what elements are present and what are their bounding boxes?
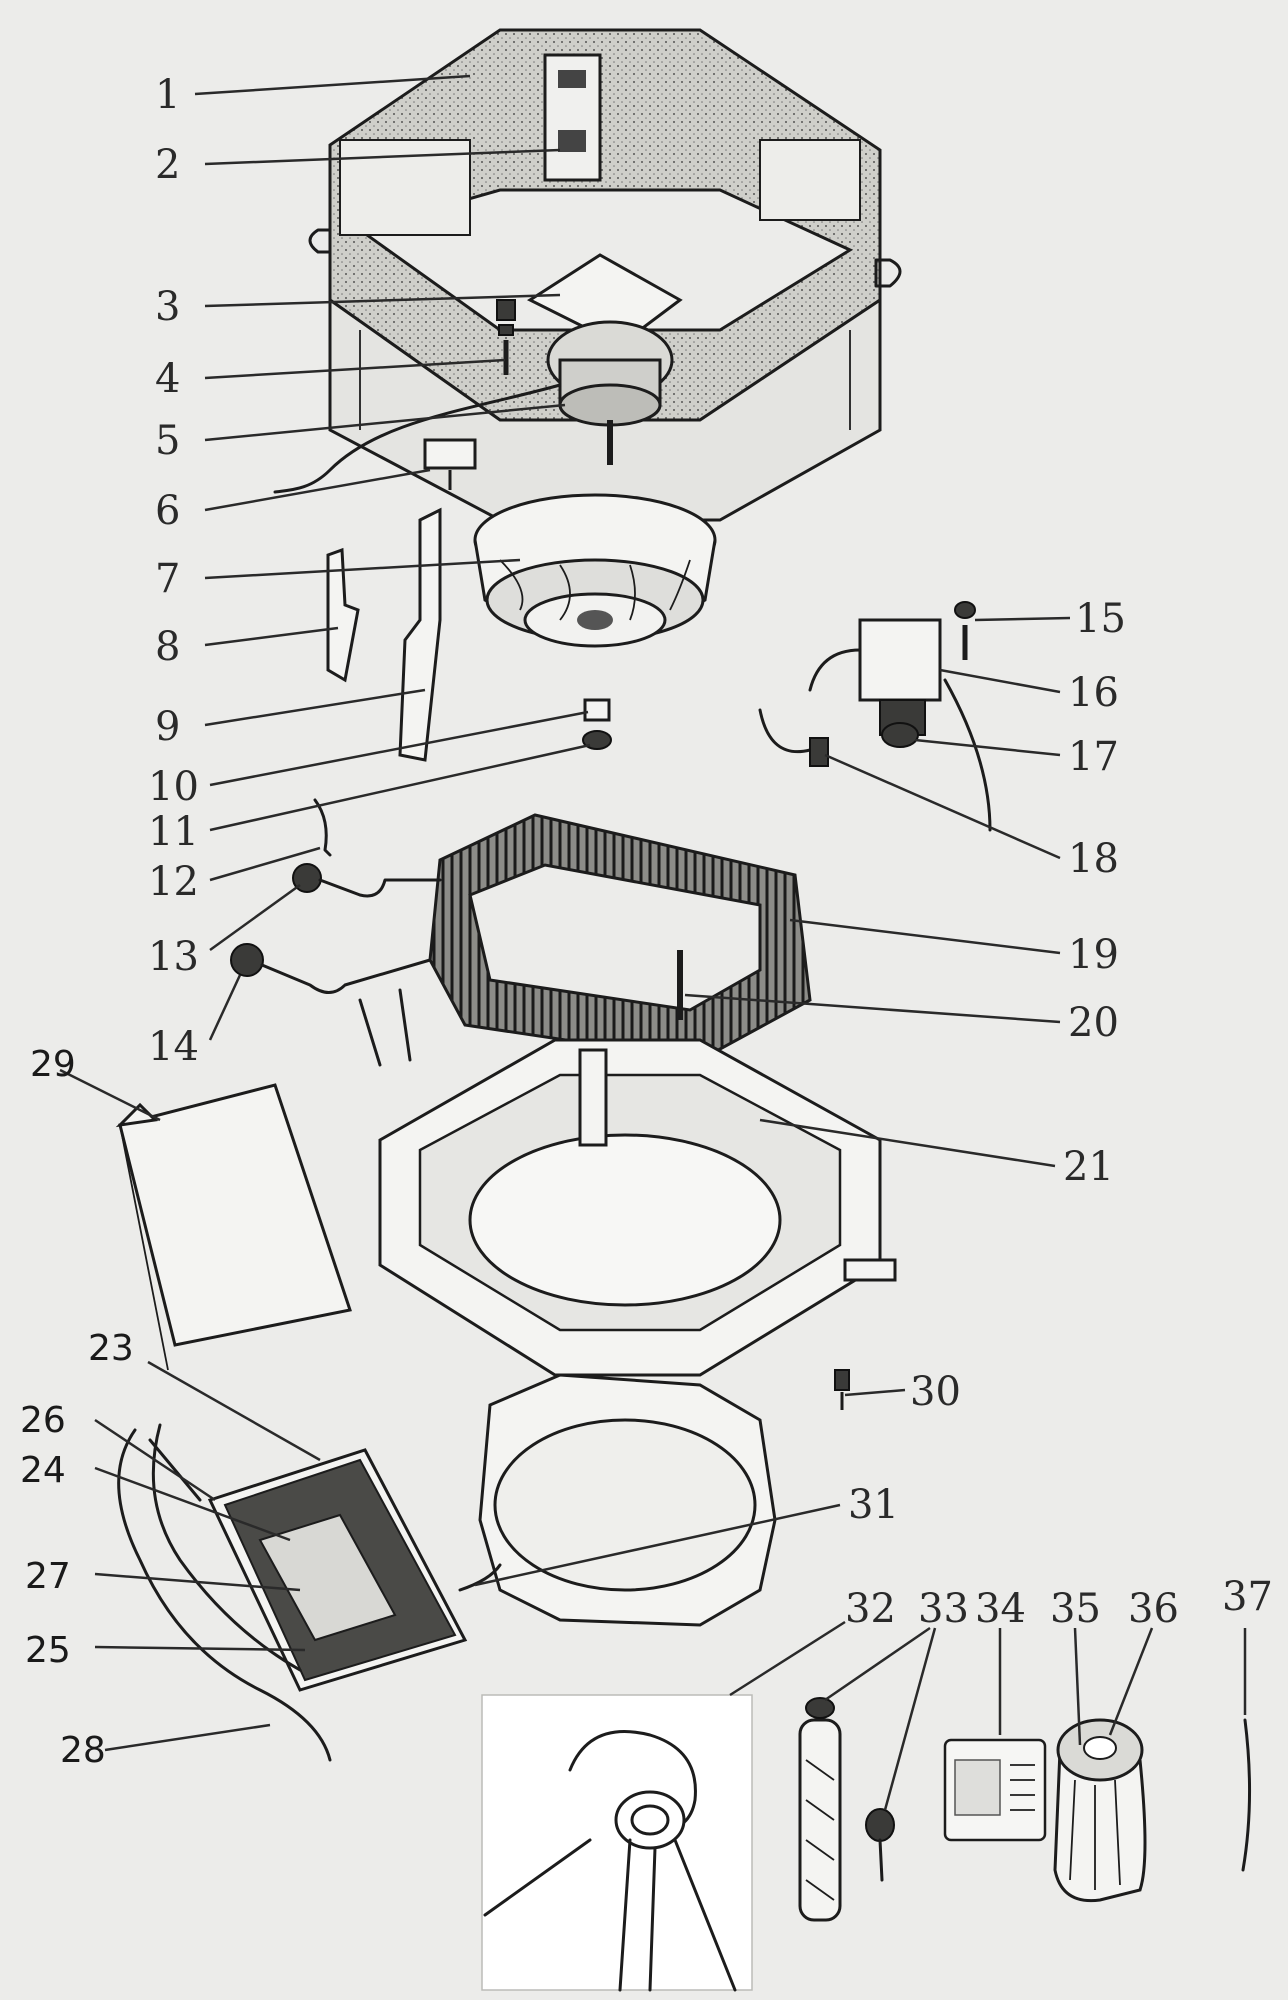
part-30-bell-mouth — [478, 1369, 850, 1627]
part-15-bolt — [954, 601, 976, 660]
callout-13: 13 — [148, 934, 199, 980]
callout-15: 15 — [1075, 596, 1126, 642]
part-14-pipe-nut — [230, 943, 432, 1067]
part-13-pipe-nut — [292, 863, 442, 898]
callout-25: 25 — [25, 1630, 71, 1671]
callout-24: 24 — [20, 1450, 66, 1491]
callout-20: 20 — [1068, 1000, 1119, 1046]
callout-36: 36 — [1128, 1586, 1179, 1632]
callout-23: 23 — [88, 1328, 134, 1369]
part-8-bracket — [326, 547, 360, 683]
callout-1: 1 — [155, 72, 180, 118]
side-hanger-brackets — [308, 228, 902, 288]
part-2-hanger-bracket — [543, 53, 602, 182]
callout-7: 7 — [155, 556, 180, 602]
part-17-pump-outlet — [881, 722, 919, 748]
callout-27: 27 — [25, 1556, 71, 1597]
part-19-evaporator-coil — [428, 813, 812, 1062]
callout-14: 14 — [148, 1024, 199, 1070]
callout-35: 35 — [1050, 1586, 1101, 1632]
callout-18: 18 — [1068, 836, 1119, 882]
callout-37: 37 — [1222, 1574, 1273, 1620]
callout-34: 34 — [975, 1586, 1026, 1632]
callout-12: 12 — [148, 859, 199, 905]
callout-19: 19 — [1068, 932, 1119, 978]
callout-31: 31 — [848, 1482, 899, 1528]
callout-29: 29 — [30, 1044, 76, 1085]
callout-9: 9 — [155, 704, 180, 750]
callout-26: 26 — [20, 1400, 66, 1441]
part-35-insulation-sleeve — [1053, 1749, 1147, 1903]
part-34-wired-controller — [943, 1738, 1047, 1842]
part-21-chassis — [378, 1038, 897, 1377]
part-18-float-switch — [758, 678, 992, 832]
part-37-cable-tie — [1241, 1718, 1252, 1872]
part-33-insulation-tube-and-nut — [798, 1697, 895, 1922]
part-32-inset-detail — [481, 1694, 753, 1992]
part-29-cover-plate — [115, 1083, 352, 1371]
callout-numbers: 1 2 3 4 5 6 7 8 9 10 11 12 13 14 15 16 1… — [20, 72, 1273, 1771]
part-11-fan-nut — [582, 730, 612, 750]
callout-10: 10 — [148, 764, 199, 810]
leader-lines — [59, 74, 1247, 1811]
callout-2: 2 — [155, 142, 180, 188]
part-9-pump-bracket — [398, 507, 442, 762]
part-6-terminal-box — [423, 438, 477, 490]
callout-6: 6 — [155, 488, 180, 534]
part-23-control-box — [207, 1448, 468, 1692]
callout-8: 8 — [155, 624, 180, 670]
part-10-clip — [583, 698, 611, 722]
part-7-centrifugal-fan — [473, 493, 717, 648]
callout-33: 33 — [918, 1586, 969, 1632]
callout-30: 30 — [910, 1369, 961, 1415]
part-28-wiring-harness — [117, 1423, 502, 1762]
callout-11: 11 — [148, 809, 199, 855]
callout-16: 16 — [1068, 670, 1119, 716]
part-16-drain-pump — [808, 618, 942, 736]
part-4-bolt-washer — [496, 299, 516, 375]
callout-28: 28 — [60, 1730, 106, 1771]
part-12-drain-hose — [313, 798, 332, 857]
callout-21: 21 — [1063, 1144, 1114, 1190]
callout-5: 5 — [155, 418, 180, 464]
callout-32: 32 — [845, 1586, 896, 1632]
part-36-wrap-tape — [1056, 1718, 1144, 1782]
callout-3: 3 — [155, 284, 180, 330]
callout-17: 17 — [1068, 734, 1119, 780]
callout-4: 4 — [155, 356, 180, 402]
